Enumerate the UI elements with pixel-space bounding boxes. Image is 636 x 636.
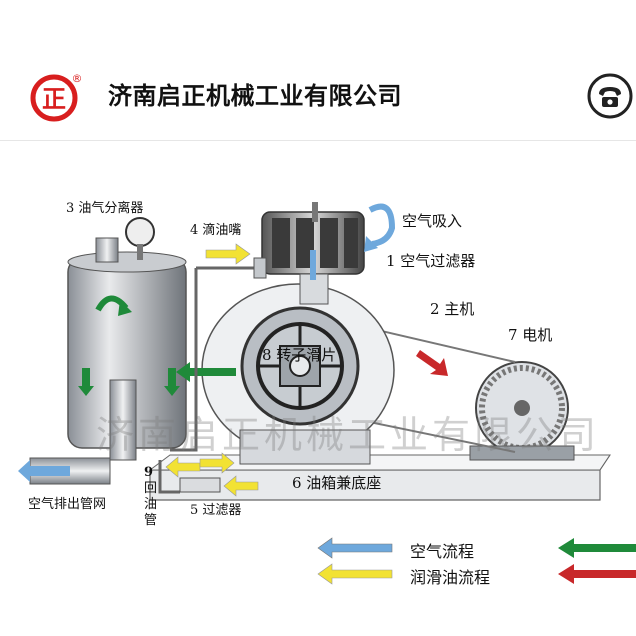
company-name: 济南启正机械工业有限公司 [108,82,402,110]
legend-air-flow: 空气流程 [410,542,475,561]
label-rotor-vane: 8 转子滑片 [262,346,337,364]
registered-mark: ® [72,72,83,85]
label-separator: 3 油气分离器 [66,201,144,216]
diagram-illustration [18,202,636,585]
phone-icon[interactable] [586,72,634,120]
company-logo-icon: 正 ® [30,72,83,122]
label-oil-return-c: 管 [144,513,158,528]
compressor-diagram: 济南启正机械工业有限公司 3 油气分离器 4 滴油嘴 空气吸入 1 空气过滤器 … [0,140,636,636]
page-header: 正 ® 济南启正机械工业有限公司 [0,0,636,141]
label-oil-return-num: 9 [144,465,154,480]
label-main-unit: 2 主机 [430,300,475,318]
legend-lube-flow: 润滑油流程 [410,568,491,587]
label-exhaust-pipe: 空气排出管网 [28,497,107,512]
watermark-text: 济南启正机械工业有限公司 [96,413,601,457]
label-air-filter: 1 空气过滤器 [386,252,476,270]
pressure-gauge [125,217,155,247]
label-oil-tank-base: 6 油箱兼底座 [292,474,382,492]
label-oil-return-a: 回 [144,481,158,496]
legend-red-arrow [558,564,636,584]
legend-oil-arrow [317,563,393,585]
label-filter: 5 过滤器 [190,503,242,518]
label-drip-nozzle: 4 滴油嘴 [190,223,242,238]
legend-air-arrow [317,537,393,559]
legend-green-arrow [558,538,636,558]
label-motor: 7 电机 [508,326,553,344]
label-air-intake: 空气吸入 [402,212,463,230]
logo-glyph: 正 [42,85,66,113]
label-oil-return-b: 油 [144,497,158,512]
